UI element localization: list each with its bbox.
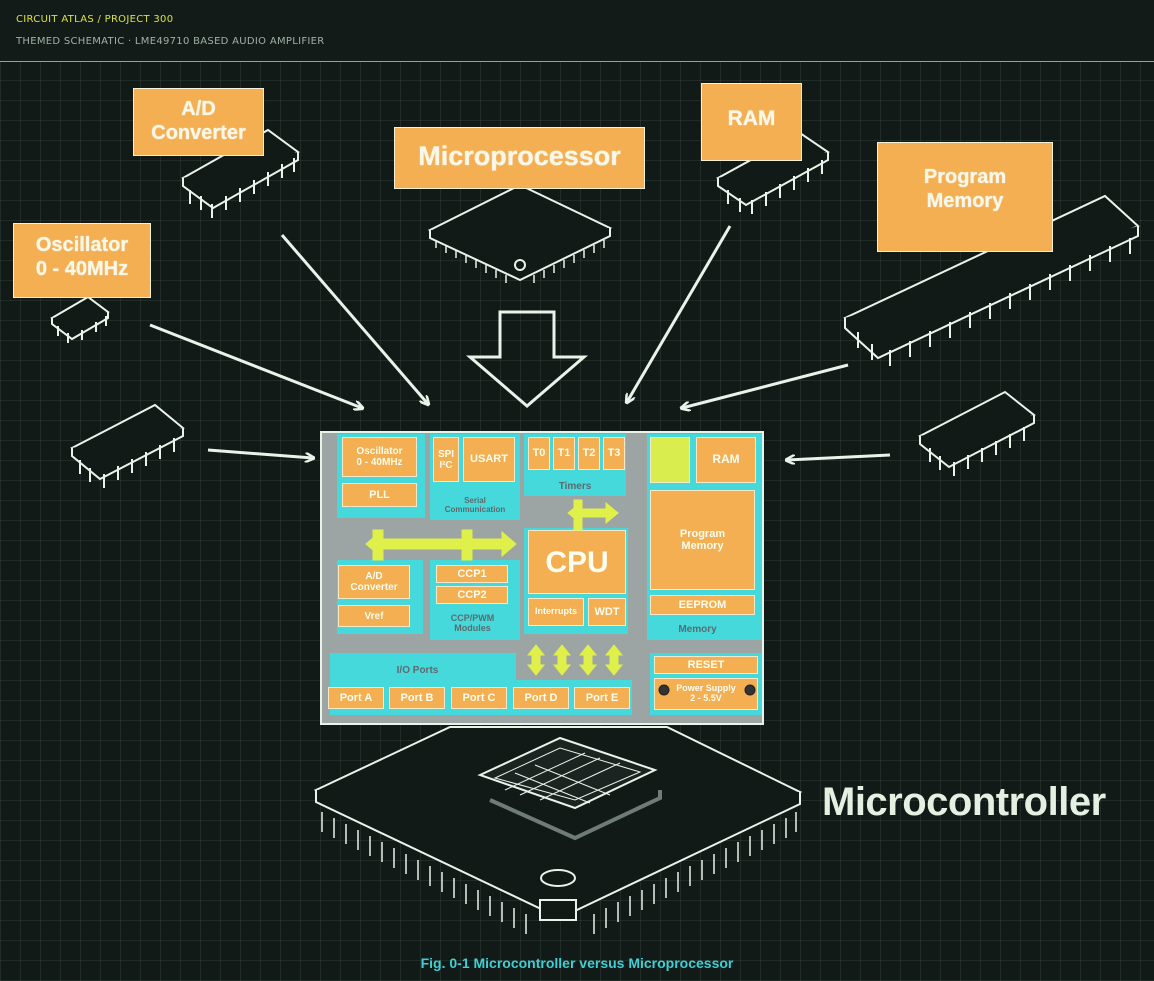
chip-program-memory <box>843 194 1140 366</box>
blk-port-d: Port D <box>513 687 569 709</box>
chip-left-dip <box>70 403 185 488</box>
blk-t2: T2 <box>578 437 600 470</box>
blk-reset: RESET <box>654 656 758 674</box>
blk-eeprom: EEPROM <box>650 595 755 615</box>
blk-ad: A/D Converter <box>338 565 410 599</box>
blk-port-b: Port B <box>389 687 445 709</box>
chip-oscillator <box>50 295 110 343</box>
blk-port-a: Port A <box>328 687 384 709</box>
blk-program-memory: Program Memory <box>650 490 755 590</box>
breadcrumb: CIRCUIT ATLAS / PROJECT 300 <box>16 14 174 25</box>
txt-timers: Timers <box>558 481 592 492</box>
txt-memory: Memory <box>678 624 717 635</box>
arrow-program-memory <box>682 363 849 408</box>
arrow-right-dip <box>787 453 891 460</box>
figure-caption: Fig. 0-1 Microcontroller versus Micropro… <box>420 955 734 971</box>
arrow-microprocessor-big <box>465 310 589 408</box>
arrow-ad <box>280 234 428 404</box>
blk-t3: T3 <box>603 437 625 470</box>
txt-io-ports: I/O Ports <box>396 665 439 676</box>
blk-port-e: Port E <box>574 687 630 709</box>
blk-power-supply: Power Supply 2 - 5.5V <box>654 678 758 710</box>
label-microprocessor: Microprocessor <box>394 127 645 189</box>
chip-right-dip <box>918 390 1036 476</box>
blk-wdt: WDT <box>588 598 626 626</box>
blk-pll: PLL <box>342 483 417 507</box>
blk-cpu: CPU <box>528 530 626 594</box>
blk-t1: T1 <box>553 437 575 470</box>
label-oscillator: Oscillator 0 - 40MHz <box>13 223 151 298</box>
blk-usart: USART <box>463 437 515 482</box>
mcu-package <box>313 726 803 934</box>
blk-spi: SPI I²C <box>433 437 459 482</box>
blk-ram: RAM <box>696 437 756 483</box>
power-plus-icon <box>658 684 670 696</box>
arrow-ram <box>627 225 732 402</box>
blk-yellow-memory <box>650 437 690 483</box>
blk-vref: Vref <box>338 605 410 627</box>
arrow-oscillator <box>149 323 362 408</box>
label-ram: RAM <box>701 83 802 161</box>
label-program-memory: Program Memory <box>877 142 1053 252</box>
arrow-left-dip <box>207 448 313 458</box>
blk-ccp2: CCP2 <box>436 586 508 604</box>
blk-oscillator: Oscillator 0 - 40MHz <box>342 437 417 477</box>
blk-ccp1: CCP1 <box>436 565 508 583</box>
page-subtitle: THEMED SCHEMATIC · LME49710 BASED AUDIO … <box>16 36 325 47</box>
label-ad-converter: A/D Converter <box>133 88 264 156</box>
microcontroller-title: Microcontroller <box>822 780 1106 824</box>
blk-port-c: Port C <box>451 687 507 709</box>
blk-interrupts: Interrupts <box>528 598 584 626</box>
header-bar: CIRCUIT ATLAS / PROJECT 300 THEMED SCHEM… <box>0 0 1154 62</box>
blk-t0: T0 <box>528 437 550 470</box>
txt-serial: Serial Communication <box>444 496 506 514</box>
txt-ccp: CCP/PWM Modules <box>450 613 495 633</box>
power-minus-icon <box>744 684 756 696</box>
chip-microprocessor <box>427 183 613 283</box>
